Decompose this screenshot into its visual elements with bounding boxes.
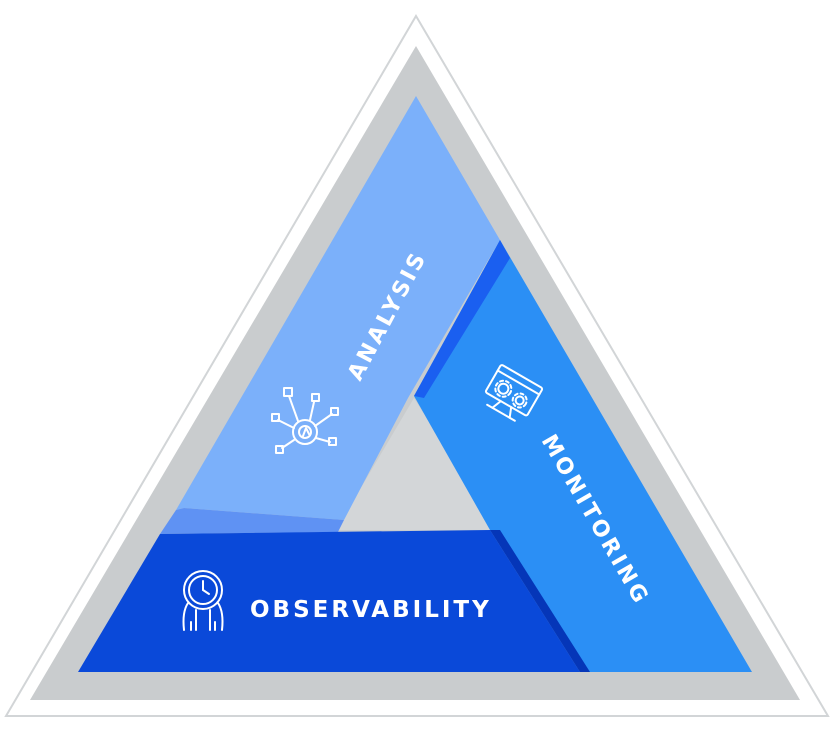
center-gap — [336, 398, 496, 530]
monitoring-segment — [414, 240, 752, 672]
analysis-segment — [176, 96, 500, 520]
gauge-person-icon — [182, 570, 224, 631]
observability-segment-shadow — [490, 530, 590, 672]
monitor-gears-icon — [484, 364, 544, 422]
observability-label: OBSERVABILITY — [250, 597, 492, 623]
analysis-segment-shadow — [160, 508, 344, 534]
network-analysis-icon — [271, 387, 339, 454]
observability-segment — [78, 530, 580, 672]
monitoring-segment-shadow — [414, 240, 510, 398]
